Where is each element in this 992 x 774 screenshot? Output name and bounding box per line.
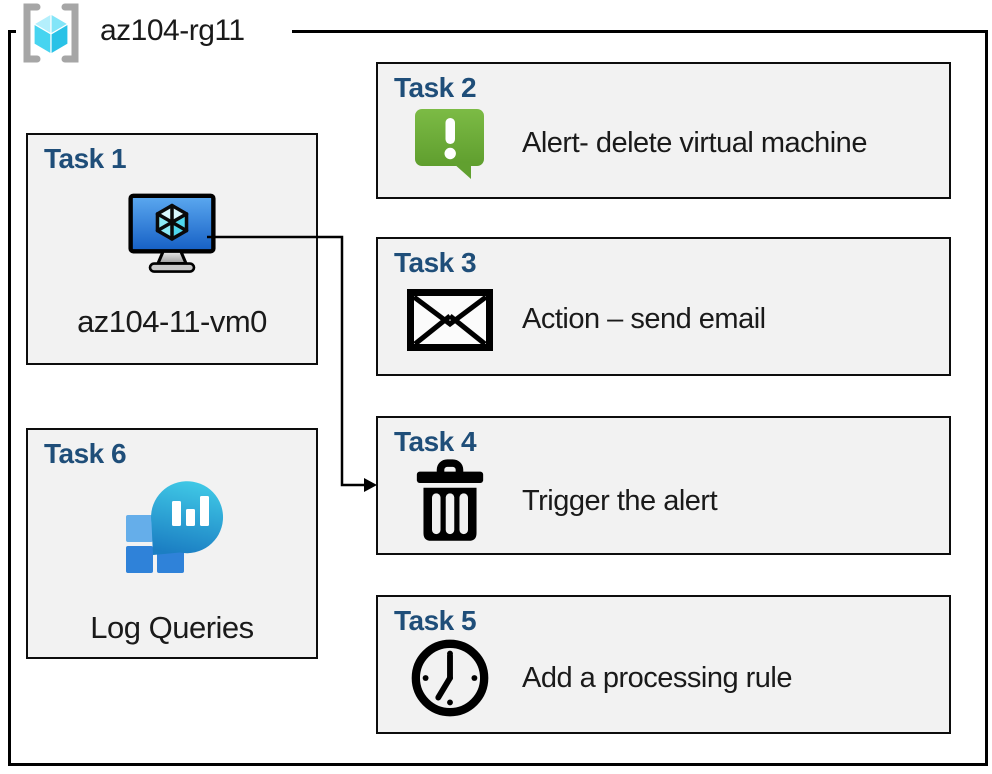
task4-box: Task 4 Trigger the alert — [376, 416, 951, 555]
resource-group-frame — [8, 30, 988, 766]
task1-box: Task 1 — [26, 133, 318, 365]
task3-item-label: Action – send email — [522, 303, 766, 335]
clock-icon — [404, 637, 496, 719]
task4-heading: Task 4 — [394, 426, 477, 457]
task1-content: az104-11-vm0 — [28, 175, 316, 363]
task3-heading: Task 3 — [394, 247, 477, 278]
task2-item-label: Alert- delete virtual machine — [522, 127, 867, 159]
task2-content: Alert- delete virtual machine — [378, 104, 949, 197]
task4-item-label: Trigger the alert — [522, 484, 718, 517]
task5-box: Task 5 Add a processing rule — [376, 595, 951, 734]
virtual-machine-icon — [128, 193, 216, 282]
task5-content: Add a processing rule — [378, 637, 949, 733]
task6-box: Task 6 — [26, 428, 318, 659]
task2-box: Task 2 Alert- delete virtual machin — [376, 62, 951, 199]
task6-heading: Task 6 — [44, 438, 127, 469]
task3-box: Task 3 Action – send email — [376, 237, 951, 376]
trash-icon — [404, 458, 496, 544]
resource-group-icon — [16, 2, 86, 64]
task1-item-label: az104-11-vm0 — [77, 303, 267, 339]
task5-heading: Task 5 — [394, 605, 477, 636]
task6-item-label: Log Queries — [90, 610, 254, 645]
resource-group-name: az104-rg11 — [100, 14, 245, 47]
task6-content: Log Queries — [28, 470, 316, 657]
task3-content: Action – send email — [378, 279, 949, 374]
log-analytics-icon — [120, 475, 224, 588]
task1-heading: Task 1 — [44, 143, 127, 174]
task4-content: Trigger the alert — [378, 458, 949, 558]
alert-icon — [404, 106, 496, 182]
task2-heading: Task 2 — [394, 72, 477, 103]
email-icon — [404, 288, 496, 351]
resource-group-header: az104-rg11 — [16, 0, 292, 64]
task5-item-label: Add a processing rule — [522, 661, 793, 694]
